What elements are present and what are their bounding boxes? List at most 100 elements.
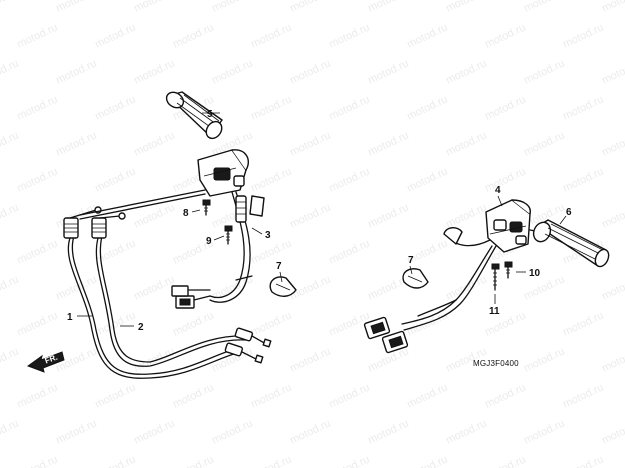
throttle-cable-2 [95,235,249,367]
watermark-text: motod.ru [171,453,215,468]
watermark-text: motod.ru [483,93,527,122]
watermark-text: motod.ru [561,309,605,338]
watermark-text: motod.ru [54,57,98,86]
watermark-text: motod.ru [444,129,488,158]
connector-left-b [171,285,211,297]
watermark-text: motod.ru [15,165,59,194]
watermark-text: motod.ru [171,21,215,50]
watermark-text: motod.ru [327,21,371,50]
watermark-text: motod.ru [0,0,21,15]
watermark-text: motod.ru [132,417,176,446]
watermark-text: motod.ru [600,201,625,230]
watermark-text: motod.ru [405,309,449,338]
handlebar-left-line [79,189,206,216]
watermark-text: motod.ru [15,237,59,266]
screw-8 [202,199,211,216]
watermark-text: motod.ru [405,93,449,122]
watermark-text: motod.ru [327,453,371,468]
watermark-text: motod.ru [288,0,332,15]
watermark-text: motod.ru [15,93,59,122]
watermark-text: motod.ru [249,21,293,50]
watermark-text: motod.ru [405,381,449,410]
switch-harness-right [401,227,497,331]
watermark-text: motod.ru [444,57,488,86]
watermark-text: motod.ru [483,21,527,50]
drawing-code: MGJ3F0400 [473,359,519,368]
watermark-text: motod.ru [132,129,176,158]
watermark-text: motod.ru [93,93,137,122]
watermark-text: motod.ru [93,21,137,50]
watermark-text: motod.ru [600,273,625,302]
watermark-text: motod.ru [54,129,98,158]
watermark-text: motod.ru [132,0,176,15]
callout-3: 3 [265,230,271,241]
watermark-text: motod.ru [561,21,605,50]
left-grip [532,219,610,268]
left-handlebar-switch [485,199,531,253]
watermark-text: motod.ru [0,345,21,374]
watermark-text: motod.ru [366,57,410,86]
watermark-text: motod.ru [483,381,527,410]
watermark-text: motod.ru [483,165,527,194]
watermark-text: motod.ru [561,453,605,468]
watermark-text: motod.ru [366,0,410,15]
watermark-text: motod.ru [444,0,488,15]
watermark-text: motod.ru [600,57,625,86]
callout-2: 2 [138,322,144,333]
watermark-text: motod.ru [405,165,449,194]
watermark-text: motod.ru [249,453,293,468]
watermark-text: motod.ru [210,57,254,86]
watermark-text: motod.ru [600,417,625,446]
watermark-text: motod.ru [288,417,332,446]
watermark-text: motod.ru [366,129,410,158]
watermark-text: motod.ru [249,381,293,410]
watermark-text: motod.ru [0,57,21,86]
watermark-text: motod.ru [54,273,98,302]
connector-right-a [363,316,391,340]
watermark-text: motod.ru [288,345,332,374]
watermark-text: motod.ru [561,381,605,410]
callout-8: 8 [183,208,189,219]
throttle-cable-1 [67,235,241,379]
watermark-text: motod.ru [249,165,293,194]
screw-11 [491,263,500,291]
watermark-text: motod.ru [15,381,59,410]
watermark-text: motod.ru [522,57,566,86]
watermark-text: motod.ru [171,309,215,338]
watermark-text: motod.ru [249,237,293,266]
throttle-grip [165,91,223,140]
watermark-text: motod.ru [522,0,566,15]
watermark-text: motod.ru [444,201,488,230]
watermark-text: motod.ru [171,381,215,410]
watermark-text: motod.ru [15,453,59,468]
connector-right-b [381,330,409,354]
watermark-text: motod.ru [0,417,21,446]
switch-harness-left [209,191,265,303]
watermark-text: motod.ru [54,0,98,15]
watermark-text: motod.ru [600,129,625,158]
callout-10: 10 [529,268,541,279]
watermark-text: motod.ru [366,201,410,230]
watermark-text: motod.ru [132,201,176,230]
watermark-text: motod.ru [600,0,625,15]
screw-10 [504,261,513,279]
watermark-text: motod.ru [327,93,371,122]
watermark-text: motod.ru [15,21,59,50]
callout-4: 4 [495,185,501,196]
connector-left-a [175,295,211,309]
front-direction-label: FR. [44,353,59,366]
callout-9: 9 [206,236,212,247]
watermark-text: motod.ru [0,129,21,158]
callout-7-left: 7 [276,261,282,272]
watermark-text: motod.ru [405,21,449,50]
callout-7-right: 7 [408,255,414,266]
watermark-text: motod.ru [444,417,488,446]
watermark-text: motod.ru [0,273,21,302]
watermark-text: motod.ru [327,237,371,266]
watermark-text: motod.ru [444,273,488,302]
callout-5: 5 [207,109,213,120]
watermark-text: motod.ru [483,453,527,468]
cable-lower-end-2 [234,327,272,348]
watermark-text: motod.ru [132,57,176,86]
